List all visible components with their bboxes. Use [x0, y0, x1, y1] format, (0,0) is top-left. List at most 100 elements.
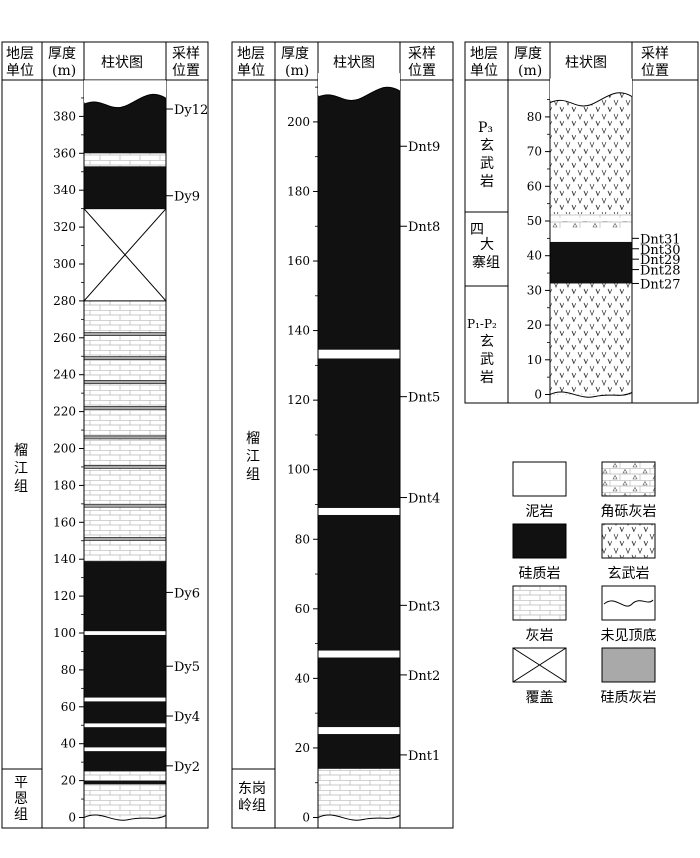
tick-label: 80	[61, 663, 76, 677]
header-sample-line1: 采样	[641, 46, 669, 62]
sample-label: Dy2	[174, 760, 200, 775]
cover-cross	[83, 208, 167, 302]
legend-label: 泥岩	[526, 504, 554, 520]
formation-name-char: 江	[246, 449, 260, 465]
tick-label: 40	[295, 671, 310, 685]
layer-mudstone	[550, 227, 632, 242]
layer-mudstone	[84, 631, 166, 635]
layer-limestone	[84, 784, 166, 818]
formation-name-char: 恩	[14, 791, 28, 807]
sample-label: Dnt2	[408, 669, 440, 684]
header-sample-line2: 位置	[172, 63, 200, 79]
layer-mudstone	[84, 697, 166, 702]
header-column: 柱状图	[565, 55, 607, 71]
header-column: 柱状图	[101, 55, 143, 71]
tick-label: 0	[302, 811, 310, 825]
band-silicalime	[83, 465, 167, 469]
tick-label: 20	[61, 774, 76, 788]
sample-label: Dnt5	[408, 391, 440, 406]
layer-limestone	[550, 214, 632, 218]
sample-label: Dnt28	[640, 264, 681, 279]
layer-limestone	[84, 300, 166, 562]
tick-label: 20	[527, 318, 542, 332]
layer-brecciated	[550, 221, 632, 228]
tick-label: 140	[53, 552, 76, 566]
formation-name-line: P₁-P₂	[467, 317, 497, 331]
band-silicalime	[83, 537, 167, 541]
legend-label: 角砾灰岩	[601, 504, 657, 520]
tick-label: 200	[287, 115, 310, 129]
sample-label: Dnt1	[408, 749, 440, 764]
tick-label: 320	[53, 220, 76, 234]
header-sample-line2: 位置	[641, 63, 669, 79]
section-3-column: 01020304050607080Dnt27Dnt28Dnt29Dnt30Dnt…	[467, 78, 681, 402]
top-mask	[84, 80, 166, 108]
layer-siliceous	[84, 561, 166, 632]
section-3-header: 地层 单位 厚度 (m) 柱状图 采样 位置	[470, 46, 669, 79]
formation-name-line: 岩	[480, 174, 494, 190]
header-unit-line2: 单位	[237, 63, 265, 79]
layer-siliceous	[84, 634, 166, 698]
layer-siliceous	[318, 657, 400, 728]
section-2-column: 020406080100120140160180200Dnt1Dnt2Dnt3D…	[238, 73, 440, 825]
header-sample-line2: 位置	[408, 63, 436, 79]
tick-label: 40	[61, 737, 76, 751]
layer-mudstone	[318, 349, 400, 359]
layer-siliceous	[318, 87, 400, 350]
sample-label: Dnt27	[640, 277, 681, 292]
legend-swatch-brecciated	[601, 461, 656, 497]
header-unit-line1: 地层	[237, 46, 265, 62]
legend-swatch-basalt	[601, 523, 656, 559]
formation-name-line: 武	[480, 352, 494, 368]
tick-label: 0	[68, 811, 76, 825]
tick-label: 220	[53, 405, 76, 419]
layer-basalt	[550, 92, 632, 215]
tick-label: 80	[295, 532, 310, 546]
band-silicalime	[83, 332, 167, 336]
layer-mudstone	[318, 507, 400, 515]
sample-label: Dy4	[174, 710, 200, 725]
tick-label: 60	[295, 602, 310, 616]
legend-swatch-limestone	[512, 585, 567, 621]
band-silicalime	[83, 380, 167, 384]
unconformity-bottom-line	[549, 391, 633, 398]
section-1-header: 地层 单位 厚度 (m) 柱状图 采样 位置	[6, 46, 200, 79]
sample-label: Dnt4	[408, 492, 440, 507]
tick-label: 30	[527, 283, 542, 297]
sample-label: Dnt9	[408, 140, 440, 155]
layer-siliceous	[84, 166, 166, 209]
tick-label: 140	[287, 324, 310, 338]
tick-label: 340	[53, 183, 76, 197]
tick-label: 260	[53, 331, 76, 345]
legend-label: 硅质岩	[519, 566, 561, 582]
layer-siliceous	[550, 241, 632, 284]
unconformity-top-line	[549, 92, 633, 107]
tick-label: 100	[287, 463, 310, 477]
header-sample-line1: 采样	[408, 46, 436, 62]
legend-label: 玄武岩	[608, 565, 650, 582]
unconformity-top-line	[317, 86, 401, 101]
layer-limestone	[84, 771, 166, 781]
tick-label: 20	[295, 741, 310, 755]
tick-label: 380	[53, 109, 76, 123]
tick-label: 160	[53, 515, 76, 529]
top-mask	[550, 78, 632, 106]
header-thickness-line1: 厚度	[281, 46, 309, 62]
unconformity-top-line	[83, 93, 167, 109]
tick-label: 0	[534, 388, 542, 402]
header-sample-line1: 采样	[172, 46, 200, 62]
formation-name-line: 武	[480, 156, 494, 172]
sample-label: Dy5	[174, 660, 200, 675]
header-thickness-line2: (m)	[52, 63, 76, 79]
layer-limestone	[318, 768, 400, 818]
sample-label: Dy9	[174, 190, 200, 205]
tick-label: 100	[53, 626, 76, 640]
layer-basalt	[550, 283, 632, 395]
formation-name-line: 玄	[480, 137, 494, 154]
tick-label: 180	[287, 184, 310, 198]
formation-name-line: P₃	[478, 120, 493, 136]
header-unit-line2: 单位	[6, 63, 34, 79]
sample-label: Dnt30	[640, 243, 681, 258]
legend: 泥岩角砾灰岩硅质岩玄武岩灰岩未见顶底覆盖硅质灰岩	[512, 461, 657, 706]
